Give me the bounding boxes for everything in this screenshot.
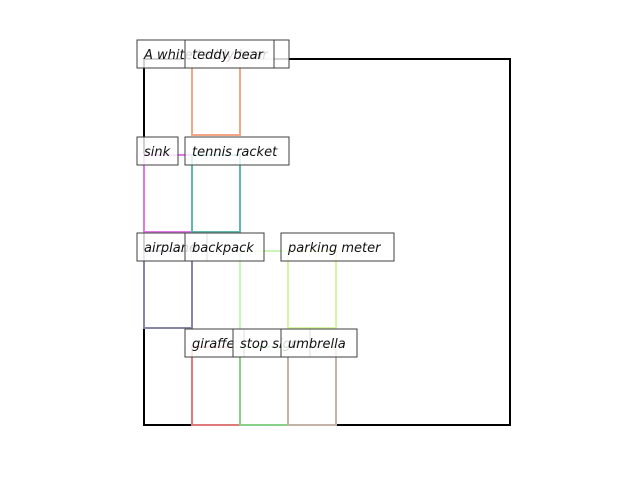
label-text: umbrella xyxy=(288,337,346,352)
label-background xyxy=(280,232,395,262)
label-text: parking meter xyxy=(287,241,382,256)
label-text: giraffe xyxy=(192,337,235,352)
label-text: sink xyxy=(144,145,171,160)
bounding-box xyxy=(191,58,241,136)
label-text: airplane xyxy=(144,241,197,256)
bounding-box xyxy=(143,154,193,233)
bounding-box xyxy=(239,346,289,426)
box-label: teddy bear xyxy=(184,39,275,69)
label-background xyxy=(280,328,358,358)
box-label: parking meter xyxy=(280,232,395,262)
label-text: backpack xyxy=(192,241,254,256)
label-text: tennis racket xyxy=(192,145,278,160)
label-background xyxy=(184,39,275,69)
bounding-box xyxy=(287,250,337,329)
box-label: sink xyxy=(136,136,179,166)
box-label: umbrella xyxy=(280,328,358,358)
bounding-box xyxy=(191,346,241,426)
bounding-box xyxy=(287,346,337,426)
label-background xyxy=(184,232,265,262)
label-background xyxy=(184,136,290,166)
box-label: tennis racket xyxy=(184,136,290,166)
bounding-box xyxy=(143,250,193,329)
box-label: backpack xyxy=(184,232,265,262)
label-text: teddy bear xyxy=(192,48,265,63)
bounding-box xyxy=(191,154,241,233)
label-background xyxy=(136,136,179,166)
